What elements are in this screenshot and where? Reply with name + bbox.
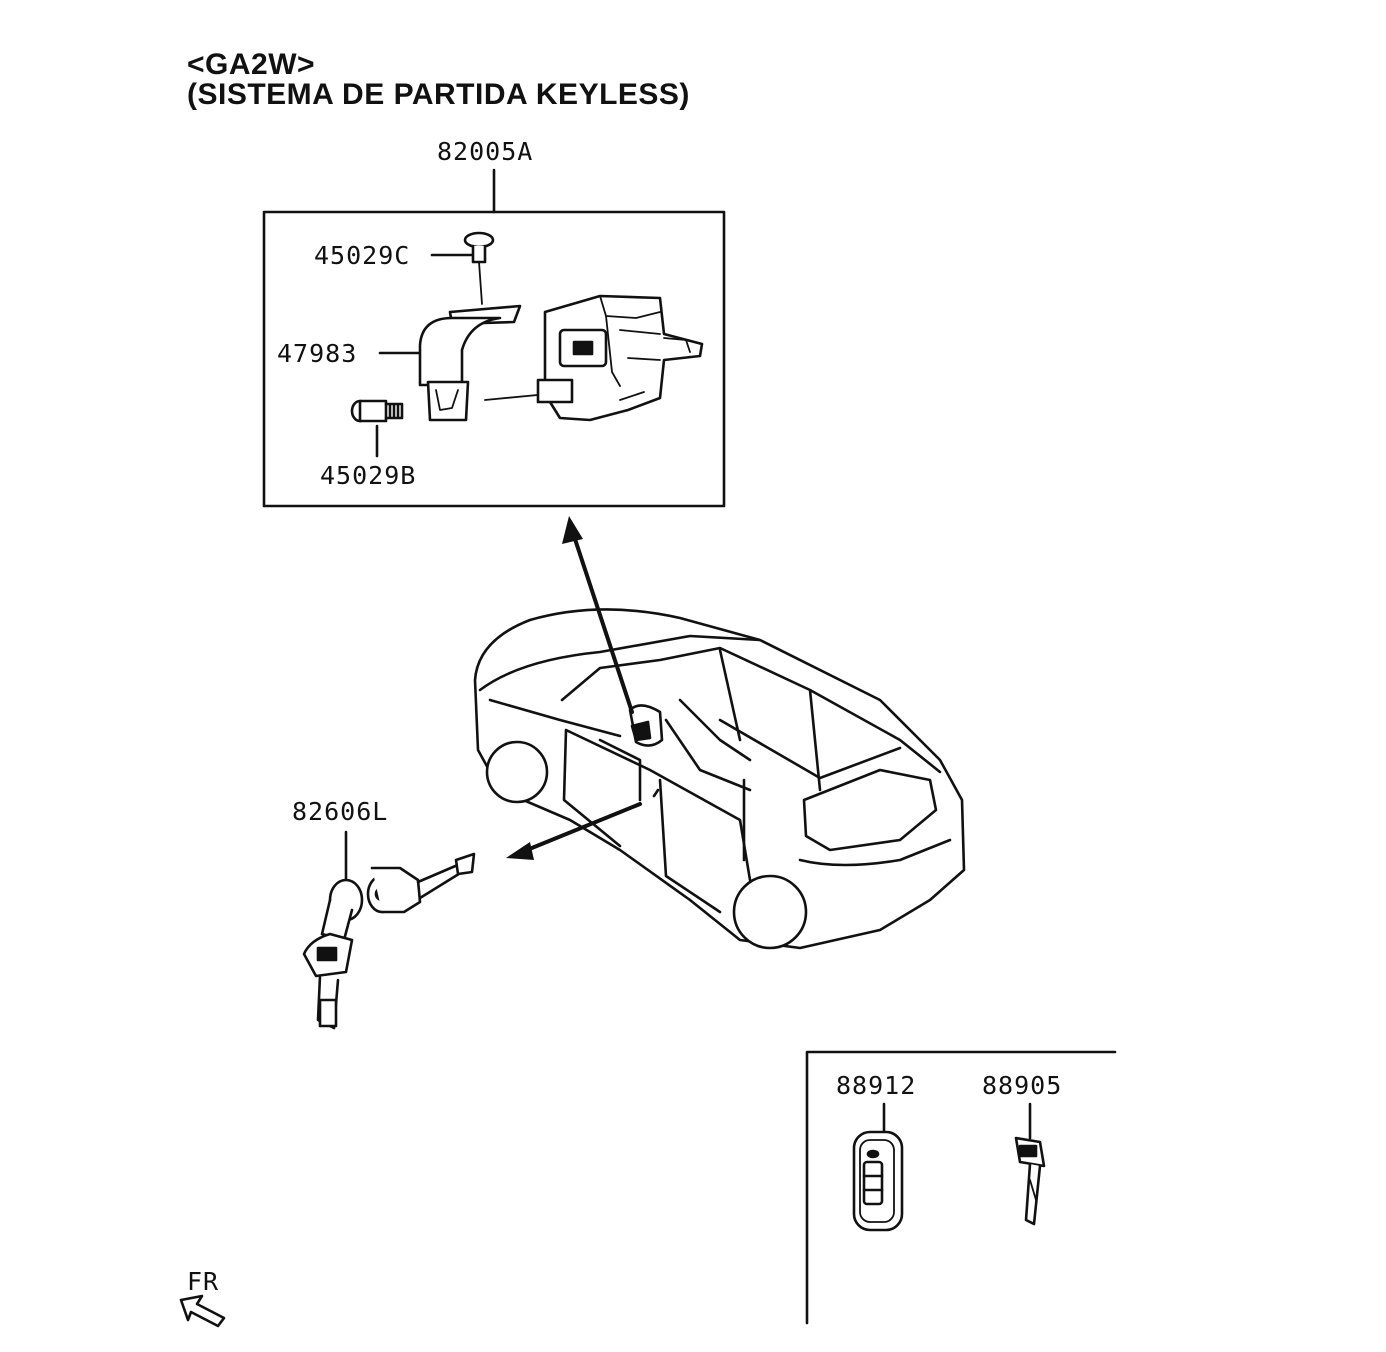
part-number-45029c: 45029C	[314, 241, 410, 270]
key-set-frame	[805, 1050, 1117, 1325]
switch-body	[536, 294, 704, 422]
part-number-88905: 88905	[982, 1071, 1062, 1100]
arrow-door-to-cylinder	[506, 802, 642, 860]
cover-47983	[418, 304, 549, 422]
remote-key-88912	[852, 1130, 904, 1232]
part-number-82606l: 82606L	[292, 797, 388, 826]
clip-45029c	[463, 231, 495, 305]
bolt-45029b	[350, 399, 404, 423]
arrow-assembly-to-vehicle	[562, 516, 634, 714]
model-code: <GA2W>	[187, 48, 316, 81]
assembly-frame	[262, 210, 726, 508]
vehicle	[473, 608, 966, 950]
emergency-key-88905	[1014, 1136, 1046, 1226]
part-number-47983: 47983	[277, 339, 357, 368]
part-number-45029b: 45029B	[320, 461, 416, 490]
system-name: (SISTEMA DE PARTIDA KEYLESS)	[187, 78, 690, 111]
front-direction-arrow-icon	[179, 1294, 226, 1328]
front-label: FR	[187, 1267, 219, 1296]
part-number-88912: 88912	[836, 1071, 916, 1100]
door-lock-cylinder-82606l	[302, 852, 476, 1030]
part-number-82005a: 82005A	[437, 137, 533, 166]
